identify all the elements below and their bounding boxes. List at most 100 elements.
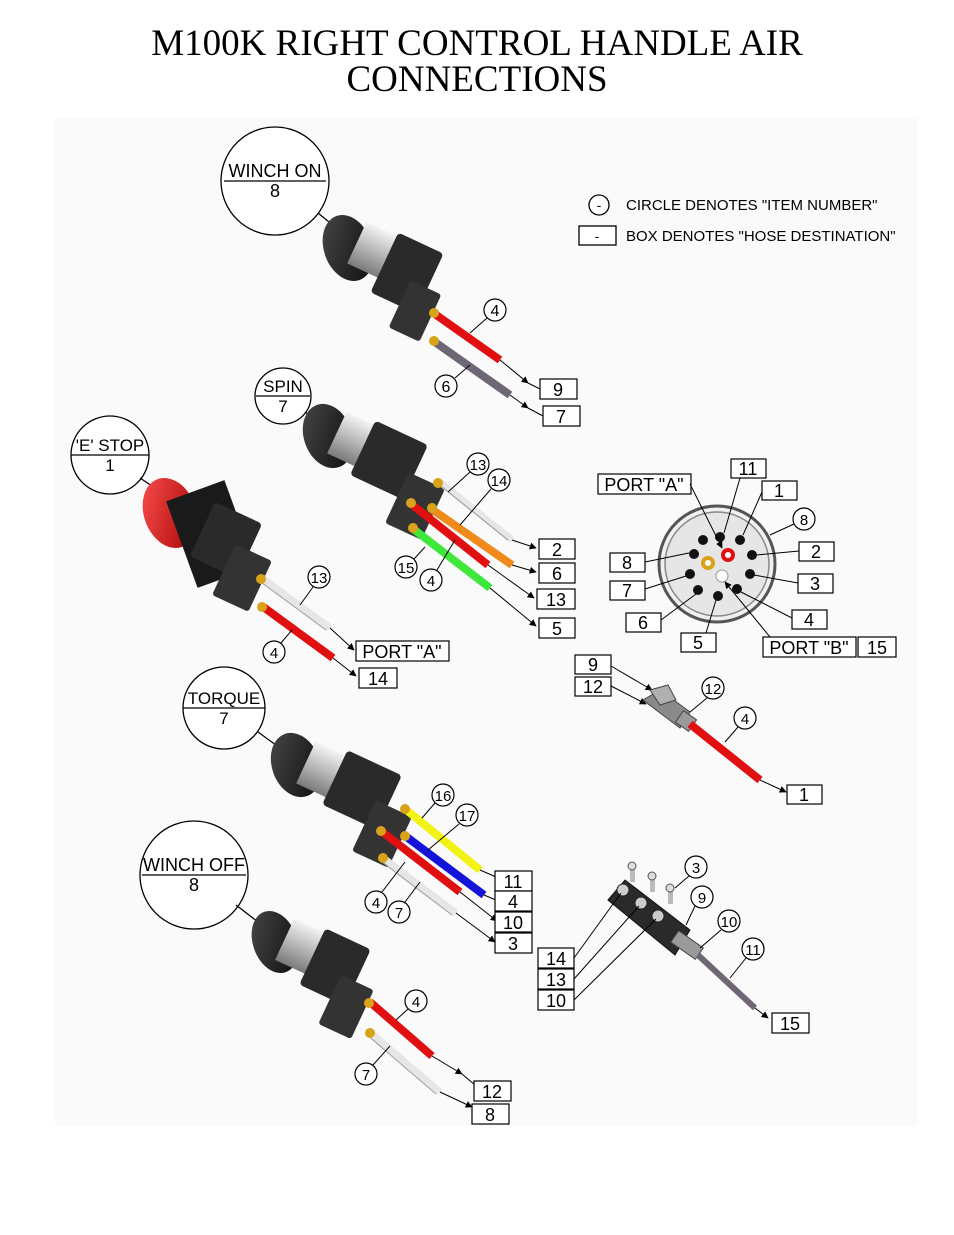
legend-box-icon xyxy=(578,225,617,246)
spin-white-hose xyxy=(437,479,515,543)
torque-yellow-box: 11 xyxy=(504,872,523,892)
legend-circle-text: CIRCLE DENOTES "ITEM NUMBER" xyxy=(626,197,878,214)
connector-pin-1-box: 1 xyxy=(774,481,784,501)
spin-white-item: 13 xyxy=(470,457,487,474)
winch-off-assembly: WINCH OFF 8 4 7 12 8 xyxy=(139,820,512,1125)
estop-assembly: 'E' STOP 1 13 4 PORT "A" 14 xyxy=(70,415,450,689)
winch-off-red-item: 4 xyxy=(412,994,420,1011)
manifold-box-a: 14 xyxy=(546,949,566,969)
torque-number: 7 xyxy=(219,709,228,728)
manifold-item-b: 9 xyxy=(698,890,706,907)
torque-name: TORQUE xyxy=(188,689,260,708)
winch-on-gray-item: 6 xyxy=(442,379,451,396)
tee-output-box: 1 xyxy=(799,785,809,805)
torque-red-item: 4 xyxy=(372,895,380,912)
connector-pin-5-box: 5 xyxy=(693,633,703,653)
spin-red-hose xyxy=(407,499,491,569)
connector-pin-7-box: 7 xyxy=(622,581,632,601)
torque-white-box: 3 xyxy=(508,934,518,954)
spin-orange-hose xyxy=(427,504,515,569)
spin-orange-box: 6 xyxy=(552,564,562,584)
page-title-line-1: M100K RIGHT CONTROL HANDLE AIR xyxy=(151,23,803,64)
legend-box-text: BOX DENOTES "HOSE DESTINATION" xyxy=(626,228,896,245)
torque-yellow-hose xyxy=(401,804,483,874)
winch-on-red-box: 9 xyxy=(553,380,563,400)
connector-pin-4-box: 4 xyxy=(804,610,814,630)
estop-red-item: 4 xyxy=(270,645,278,662)
winch-on-gray-hose xyxy=(429,336,513,399)
tee-assembly: 9 12 12 4 1 xyxy=(574,654,823,805)
connector-pin-3-box: 3 xyxy=(810,574,820,594)
torque-blue-hose xyxy=(401,831,487,899)
winch-off-white-box: 8 xyxy=(485,1105,495,1125)
tee-input-a-box: 9 xyxy=(588,655,598,675)
tee-input-b-box: 12 xyxy=(583,677,603,697)
spin-white-box: 2 xyxy=(552,540,562,560)
spin-green-box: 5 xyxy=(552,619,562,639)
manifold-item-c: 10 xyxy=(721,914,738,931)
manifold-gray-hose xyxy=(695,952,758,1011)
connector-pin-8-box: 8 xyxy=(622,553,632,573)
winch-off-number: 8 xyxy=(189,875,199,895)
torque-white-hose xyxy=(379,854,459,916)
legend: - CIRCLE DENOTES "ITEM NUMBER" - BOX DEN… xyxy=(578,194,896,246)
winch-off-pushbutton-icon xyxy=(251,911,373,1039)
tee-hose-item: 4 xyxy=(741,711,749,728)
spin-red-item: 4 xyxy=(427,573,435,590)
diagram-background xyxy=(55,118,917,1126)
legend-circle-symbol: - xyxy=(597,197,602,213)
spin-name: SPIN xyxy=(263,377,303,396)
connector-port-b-number-box: 15 xyxy=(867,638,887,658)
manifold-box-c: 10 xyxy=(546,991,566,1011)
winch-on-name: WINCH ON xyxy=(229,161,322,181)
torque-assembly: TORQUE 7 16 17 4 7 11 4 xyxy=(182,666,533,954)
legend-circle-icon xyxy=(588,194,610,216)
torque-white-item: 7 xyxy=(395,905,403,922)
winch-off-red-box: 12 xyxy=(482,1082,502,1102)
connector-port-b-box: PORT "B" xyxy=(769,638,848,658)
manifold-output-box: 15 xyxy=(780,1014,800,1034)
winch-on-gray-box: 7 xyxy=(556,407,566,427)
winch-on-red-hose xyxy=(429,308,503,364)
winch-on-pushbutton-icon xyxy=(322,215,443,341)
page-title-line-2: CONNECTIONS xyxy=(346,59,608,100)
estop-number: 1 xyxy=(105,456,114,475)
winch-on-number: 8 xyxy=(270,181,280,201)
torque-blue-item: 17 xyxy=(459,808,476,825)
estop-white-box: PORT "A" xyxy=(362,642,441,662)
connector-assembly: PORT "A" 11 1 8 2 3 4 8 7 6 5 PORT "B" xyxy=(597,458,897,658)
torque-red-box: 10 xyxy=(503,913,523,933)
torque-yellow-item: 16 xyxy=(435,788,452,805)
connector-port-a-box: PORT "A" xyxy=(604,475,683,495)
manifold-block-icon xyxy=(607,861,704,961)
connector-pin-11-box: 11 xyxy=(739,459,758,479)
legend-box-symbol: - xyxy=(595,228,600,244)
spin-red-box: 13 xyxy=(546,590,566,610)
estop-red-hose xyxy=(259,602,336,662)
winch-off-white-item: 7 xyxy=(362,1067,370,1084)
connector-pin-2-box: 2 xyxy=(811,542,821,562)
spin-pushbutton-icon xyxy=(302,403,444,539)
manifold-item-d: 11 xyxy=(745,942,761,959)
torque-red-hose xyxy=(377,826,463,896)
spin-green-item: 15 xyxy=(398,560,415,577)
torque-blue-box: 4 xyxy=(508,892,518,912)
winch-off-white-hose xyxy=(367,1029,443,1095)
winch-off-name: WINCH OFF xyxy=(143,855,245,875)
connector-ring-item: 8 xyxy=(800,512,808,529)
spin-number: 7 xyxy=(278,397,287,416)
estop-name: 'E' STOP xyxy=(76,436,145,455)
winch-on-red-item: 4 xyxy=(491,303,500,320)
estop-mushroom-button-icon xyxy=(142,478,271,611)
winch-on-assembly: WINCH ON 8 4 6 9 7 xyxy=(220,126,581,427)
tee-fitting-item: 12 xyxy=(705,681,722,698)
spin-orange-item: 14 xyxy=(491,473,508,490)
estop-red-box: 14 xyxy=(368,669,388,689)
manifold-box-b: 13 xyxy=(546,970,566,990)
winch-off-red-hose xyxy=(367,998,435,1060)
estop-white-hose xyxy=(259,575,333,631)
tee-red-hose xyxy=(687,720,763,784)
estop-white-item: 13 xyxy=(311,570,328,587)
manifold-assembly: 3 9 10 11 14 13 10 15 xyxy=(537,855,810,1034)
connector-pin-6-box: 6 xyxy=(638,613,648,633)
